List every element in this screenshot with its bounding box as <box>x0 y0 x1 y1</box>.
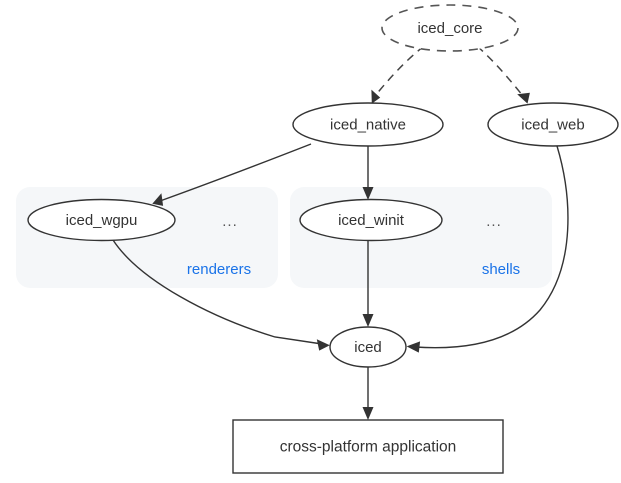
node-cross-platform-application[interactable]: cross-platform application <box>232 419 504 474</box>
edge-iced-native-to-iced-winit <box>362 146 374 200</box>
edge-iced-winit-to-iced-arrow <box>362 314 374 327</box>
node-iced-native-shape[interactable] <box>292 102 444 147</box>
cluster-shells-box <box>290 187 552 288</box>
edge-iced-core-to-iced-native-arrow <box>371 89 381 104</box>
edge-iced-wgpu-to-iced-arrow <box>316 339 330 351</box>
edge-iced-core-to-iced-web-arrow <box>517 92 530 104</box>
edge-iced-core-to-iced-web <box>476 45 530 104</box>
node-iced-core[interactable]: iced_core <box>381 4 519 52</box>
node-iced-native[interactable]: iced_native <box>292 102 444 147</box>
edge-iced-web-to-iced-path <box>414 145 569 349</box>
edge-iced-wgpu-to-iced <box>112 239 330 351</box>
cluster-renderers: renderers ... <box>16 187 278 288</box>
edge-iced-web-to-iced-arrow <box>406 341 421 353</box>
edge-iced-to-application-arrow <box>362 407 374 420</box>
node-iced-core-shape[interactable] <box>381 4 519 52</box>
node-cross-platform-application-shape[interactable] <box>232 419 504 474</box>
cluster-renderers-box <box>16 187 278 288</box>
edge-iced-winit-to-iced <box>362 240 374 327</box>
edge-iced-core-to-iced-native-path <box>374 45 425 97</box>
node-iced-wgpu[interactable]: iced_wgpu <box>27 198 176 242</box>
cluster-shells: shells ... <box>290 187 552 288</box>
edge-iced-native-to-iced-wgpu-arrow <box>152 193 164 206</box>
node-iced-wgpu-shape[interactable] <box>27 198 176 242</box>
node-iced-winit[interactable]: iced_winit <box>299 198 443 242</box>
edge-iced-to-application <box>362 367 374 420</box>
edge-iced-native-to-iced-wgpu-path <box>159 143 312 202</box>
edge-iced-core-to-iced-web-path <box>476 45 524 97</box>
edge-iced-core-to-iced-native <box>371 45 425 104</box>
edge-iced-native-to-iced-winit-arrow <box>362 187 374 200</box>
node-iced[interactable]: iced <box>329 326 407 368</box>
node-iced-shape[interactable] <box>329 326 407 368</box>
node-iced-web[interactable]: iced_web <box>487 102 619 147</box>
node-iced-winit-shape[interactable] <box>299 198 443 242</box>
node-iced-web-shape[interactable] <box>487 102 619 147</box>
edge-iced-wgpu-to-iced-path <box>112 239 323 345</box>
edge-iced-native-to-iced-wgpu <box>152 143 312 206</box>
edge-iced-web-to-iced <box>406 145 569 353</box>
